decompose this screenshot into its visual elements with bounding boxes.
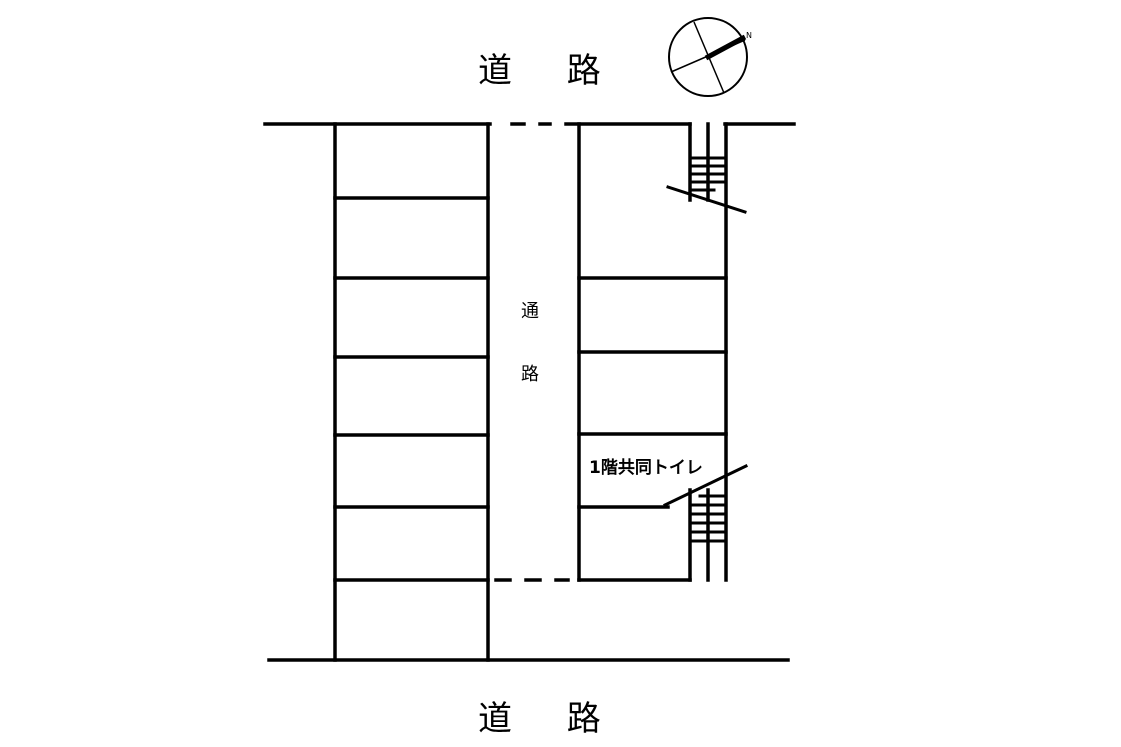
road-label-top: 道 路 — [478, 51, 623, 91]
left-parking-block — [333, 122, 490, 662]
staircase-icon — [666, 156, 747, 214]
staircase-icon — [662, 463, 749, 543]
road-label-bottom: 道 路 — [478, 699, 623, 739]
aisle-label-char-2: 路 — [521, 364, 539, 385]
compass-icon: N — [668, 17, 752, 97]
shared-toilet-label: 1階共同トイレ — [589, 458, 703, 478]
aisle-label-char-1: 通 — [521, 301, 539, 322]
right-block — [577, 122, 728, 582]
svg-text:N: N — [746, 31, 752, 40]
